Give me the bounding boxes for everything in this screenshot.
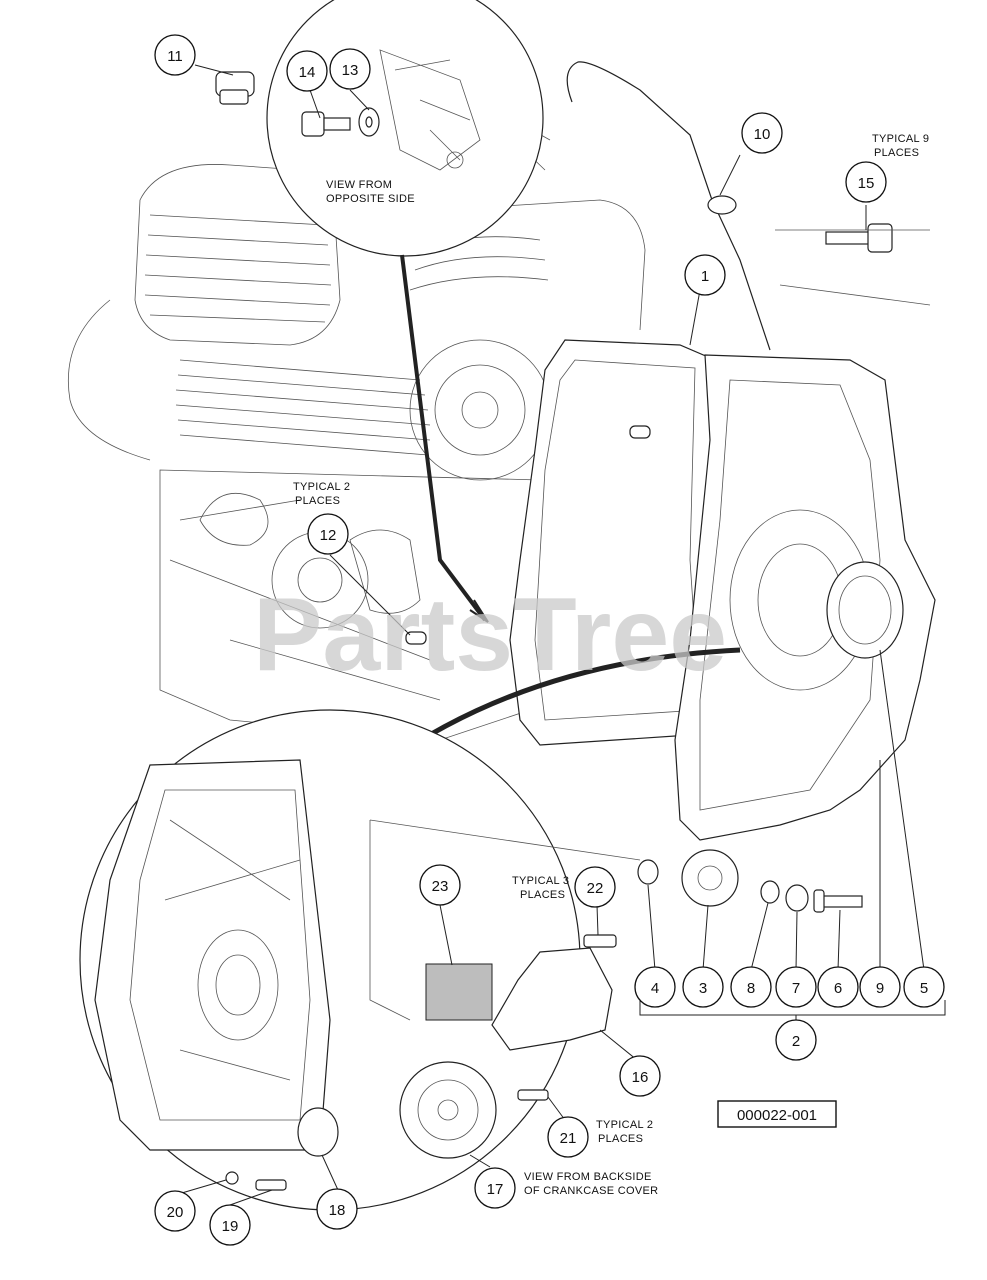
- svg-text:22: 22: [587, 880, 604, 897]
- detail-view-backside: [79, 709, 641, 1211]
- watermark: PartsTree: [253, 577, 727, 693]
- note-view-opposite-line1: VIEW FROM: [326, 179, 392, 191]
- svg-text:11: 11: [167, 48, 183, 65]
- detail-view-opposite-side: [266, 0, 544, 257]
- svg-text:2: 2: [792, 1033, 800, 1050]
- svg-text:1: 1: [701, 268, 709, 285]
- callout-9[interactable]: 9: [859, 966, 901, 1008]
- note-typical-2a-line2: PLACES: [295, 495, 340, 507]
- callout-17[interactable]: 17: [474, 1167, 516, 1209]
- svg-text:6: 6: [834, 980, 842, 997]
- callout-1[interactable]: 1: [684, 254, 726, 296]
- note-typical-2b-line2: PLACES: [598, 1133, 643, 1145]
- svg-text:23: 23: [432, 878, 449, 895]
- svg-text:3: 3: [699, 980, 707, 997]
- callout-13[interactable]: 13: [329, 48, 371, 90]
- svg-text:18: 18: [329, 1202, 346, 1219]
- callout-5[interactable]: 5: [903, 966, 945, 1008]
- callout-10[interactable]: 10: [741, 112, 783, 154]
- governor-gear-kit-illustration: [637, 849, 863, 913]
- callout-12[interactable]: 12: [307, 513, 349, 555]
- governor-housing-illustration: [491, 947, 613, 1051]
- leader-lines: [174, 64, 946, 1206]
- svg-text:20: 20: [167, 1204, 184, 1221]
- callout-22[interactable]: 22: [574, 866, 616, 908]
- svg-text:4: 4: [651, 980, 659, 997]
- callout-20[interactable]: 20: [154, 1190, 196, 1232]
- svg-text:7: 7: [792, 980, 800, 997]
- callout-4[interactable]: 4: [634, 966, 676, 1008]
- svg-text:14: 14: [299, 64, 316, 81]
- label-decal-illustration: [425, 963, 493, 1021]
- callout-6[interactable]: 6: [817, 966, 859, 1008]
- note-view-backside-line1: VIEW FROM BACKSIDE: [524, 1171, 652, 1183]
- callout-15[interactable]: 15: [845, 161, 887, 203]
- note-typical-9-line2: PLACES: [874, 147, 919, 159]
- note-typical-2b-line1: TYPICAL 2: [596, 1119, 653, 1131]
- callout-14[interactable]: 14: [286, 50, 328, 92]
- callout-18[interactable]: 18: [316, 1188, 358, 1230]
- svg-text:5: 5: [920, 980, 928, 997]
- svg-text:13: 13: [342, 62, 359, 79]
- note-typical-3-line1: TYPICAL 3: [512, 875, 569, 887]
- note-typical-9-line1: TYPICAL 9: [872, 133, 929, 145]
- note-view-opposite-line2: OPPOSITE SIDE: [326, 193, 415, 205]
- svg-text:9: 9: [876, 980, 884, 997]
- callout-21[interactable]: 21: [547, 1116, 589, 1158]
- plug-11-illustration: [215, 71, 255, 105]
- svg-text:12: 12: [320, 527, 337, 544]
- svg-text:15: 15: [858, 175, 875, 192]
- callout-16[interactable]: 16: [619, 1055, 661, 1097]
- svg-text:10: 10: [754, 126, 771, 143]
- dipstick-illustration: [566, 61, 771, 351]
- svg-text:8: 8: [747, 980, 755, 997]
- diagram-code: 000022-001: [737, 1107, 817, 1124]
- diagram-code-box: 000022-001: [717, 1100, 837, 1128]
- callout-23[interactable]: 23: [419, 864, 461, 906]
- oil-seal-illustration: [826, 561, 904, 659]
- svg-text:19: 19: [222, 1218, 239, 1235]
- callout-8[interactable]: 8: [730, 966, 772, 1008]
- svg-text:21: 21: [560, 1130, 577, 1147]
- callout-19[interactable]: 19: [209, 1204, 251, 1246]
- callout-11[interactable]: 11: [154, 34, 196, 76]
- callout-3[interactable]: 3: [682, 966, 724, 1008]
- note-typical-2a-line1: TYPICAL 2: [293, 481, 350, 493]
- svg-text:17: 17: [487, 1181, 504, 1198]
- callout-2[interactable]: 2: [775, 1019, 817, 1061]
- note-typical-3-line2: PLACES: [520, 889, 565, 901]
- note-view-backside-line2: OF CRANKCASE COVER: [524, 1185, 658, 1197]
- svg-text:16: 16: [632, 1069, 649, 1086]
- bolt-15-illustration: [825, 223, 893, 253]
- oil-pump-gear-illustration: [399, 1061, 497, 1159]
- crankcase-cover-illustration: [674, 354, 936, 841]
- callout-7[interactable]: 7: [775, 966, 817, 1008]
